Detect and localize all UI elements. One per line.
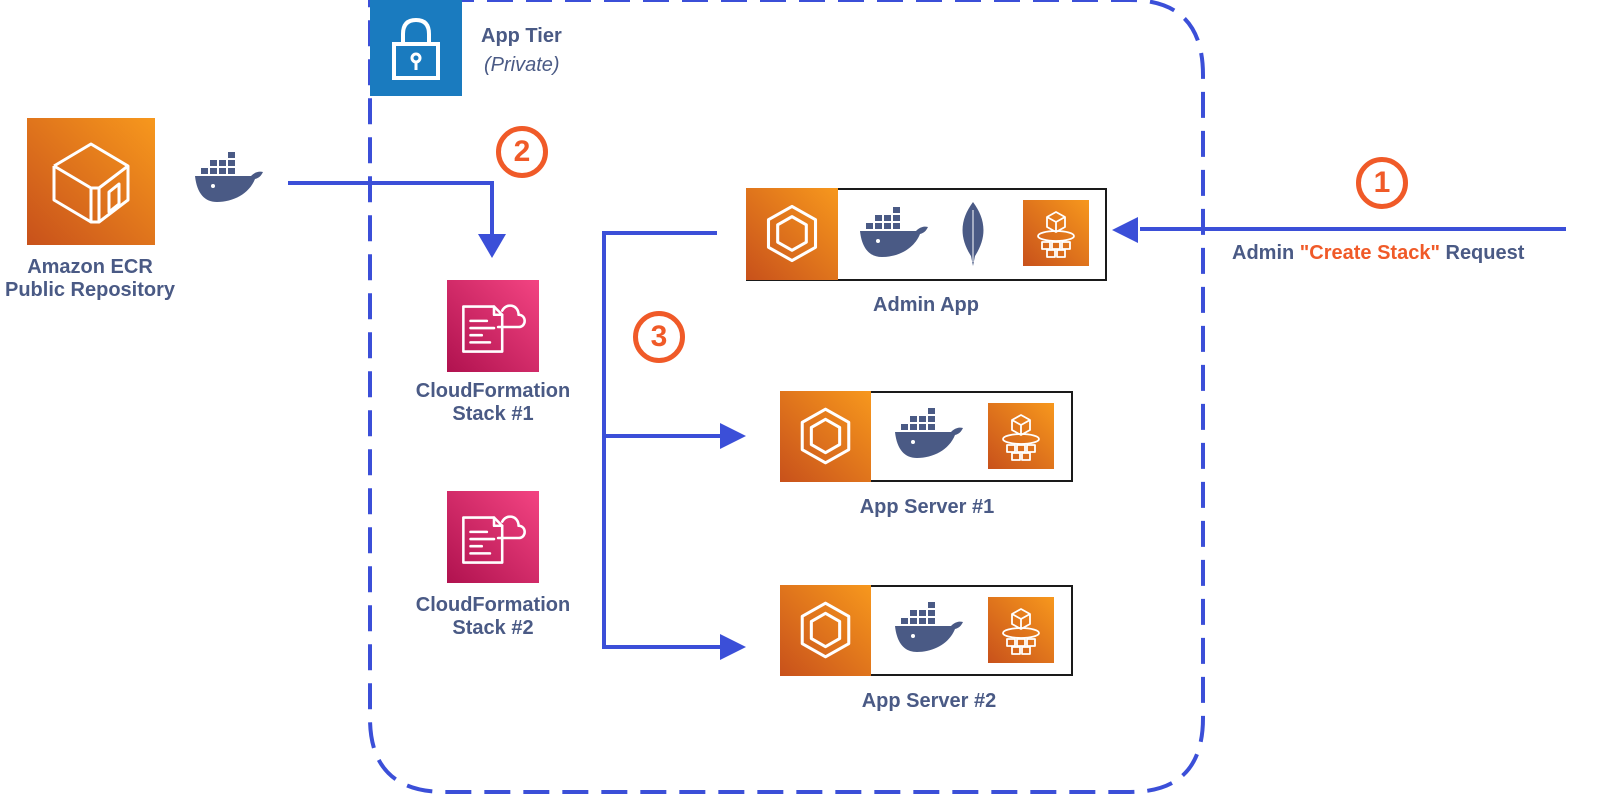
arrow-admin-to-server2 — [602, 231, 722, 649]
arrowhead-server1 — [720, 423, 746, 449]
group-subtitle: (Private) — [484, 54, 560, 77]
admin-app-label-text: Admin App — [873, 294, 979, 316]
stack-1-label: CloudFormation Stack #1 — [393, 380, 593, 426]
step-3-badge: 3 — [633, 311, 685, 363]
fargate-icon — [987, 596, 1055, 664]
docker-icon — [858, 205, 930, 263]
fargate-icon — [1022, 199, 1090, 267]
group-subtitle-text: (Private) — [484, 54, 560, 76]
arrowhead-server2 — [720, 634, 746, 660]
request-label: Admin "Create Stack" Request — [1232, 242, 1524, 265]
app-server-2-label: App Server #2 — [829, 690, 1029, 713]
app-server-2-label-text: App Server #2 — [861, 690, 997, 712]
arrow-ecr-to-stack — [288, 181, 494, 235]
ecr-label-line1: Amazon ECR — [27, 256, 153, 278]
ecs-icon — [744, 186, 840, 282]
app-server-1-label: App Server #1 — [827, 496, 1027, 519]
stack-2-label-line1: CloudFormation — [415, 594, 571, 616]
ecs-icon — [778, 583, 873, 678]
cloudformation-icon — [445, 489, 541, 585]
docker-icon — [893, 600, 965, 658]
mongodb-leaf-icon — [958, 200, 988, 268]
cloudformation-icon — [445, 278, 541, 374]
ecs-icon — [778, 389, 873, 484]
request-suffix: Request — [1439, 242, 1525, 264]
ecr-icon — [27, 118, 155, 245]
lock-icon — [370, 0, 462, 96]
stack-2-label-line2: Stack #2 — [452, 617, 534, 639]
step-2-number: 2 — [513, 135, 531, 168]
group-title: App Tier — [481, 25, 562, 48]
request-highlight: "Create Stack" — [1299, 242, 1440, 264]
request-prefix: Admin — [1232, 242, 1300, 264]
ecr-label-line2: Public Repository — [4, 279, 176, 301]
step-2-badge: 2 — [496, 126, 548, 178]
fargate-icon — [987, 402, 1055, 470]
stack-1-label-line2: Stack #1 — [452, 403, 534, 425]
arrowhead-stack — [478, 234, 506, 258]
arrowhead-admin — [1112, 217, 1138, 243]
ecr-label: Amazon ECR Public Repository — [0, 256, 190, 302]
group-title-text: App Tier — [481, 25, 562, 47]
stack-1-label-line1: CloudFormation — [415, 380, 571, 402]
app-server-1-label-text: App Server #1 — [859, 496, 995, 518]
step-1-badge: 1 — [1356, 157, 1408, 209]
step-3-number: 3 — [650, 320, 668, 353]
admin-app-label: Admin App — [826, 294, 1026, 317]
docker-icon — [893, 406, 965, 464]
stack-2-label: CloudFormation Stack #2 — [393, 594, 593, 640]
step-1-number: 1 — [1373, 166, 1391, 199]
